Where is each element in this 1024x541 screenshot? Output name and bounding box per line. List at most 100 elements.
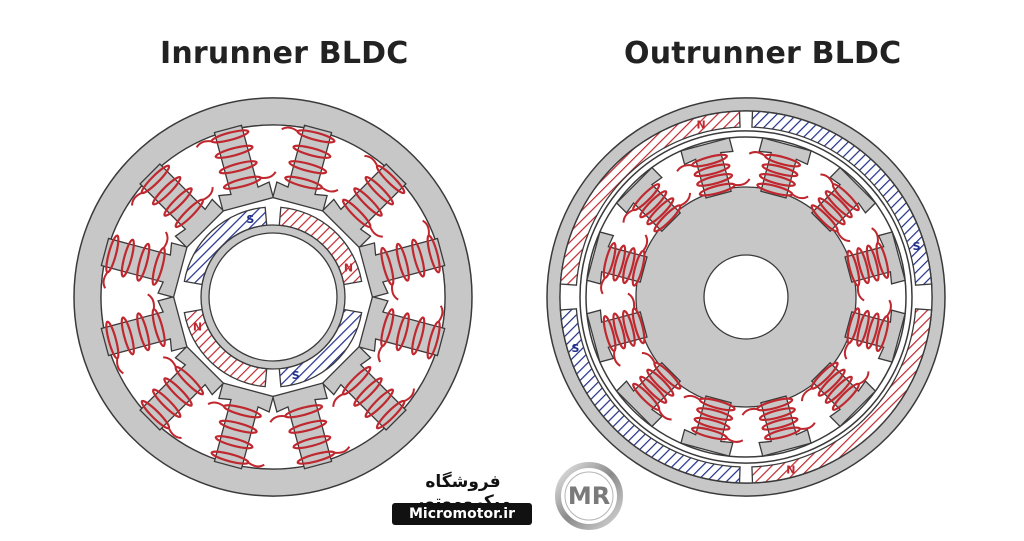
- outrunner-stator-teeth: [586, 137, 906, 457]
- stator-tooth: [131, 163, 225, 249]
- coil-winding: [817, 368, 846, 397]
- coil-winding: [140, 399, 171, 430]
- inrunner-motor-diagram: S N S N: [73, 97, 473, 497]
- coil-winding: [292, 144, 332, 159]
- stator-tooth: [586, 231, 649, 295]
- coil-winding: [761, 163, 799, 178]
- brand-logo-area: فروشگاه میکروموتور Micromotor.ir MR: [388, 460, 638, 535]
- magnet-pole-label: S: [913, 240, 921, 253]
- coil-winding: [824, 190, 853, 219]
- coil-winding: [693, 163, 731, 178]
- coil-winding: [174, 365, 205, 396]
- rotor-magnet: [559, 308, 741, 484]
- coil-winding: [856, 247, 870, 285]
- coil-winding: [136, 242, 151, 282]
- coil-winding: [865, 244, 880, 282]
- coil-winding: [222, 404, 262, 419]
- magnet-pole-label: N: [697, 119, 706, 132]
- coil-winding: [846, 307, 861, 345]
- coil-winding: [875, 241, 890, 279]
- coil-winding: [120, 316, 135, 356]
- coil-winding: [375, 399, 406, 430]
- stator-tooth: [615, 166, 691, 233]
- stator-tooth: [321, 345, 415, 431]
- coil-winding: [395, 312, 410, 352]
- coil-winding: [612, 312, 627, 350]
- magnet-pole-label: N: [344, 262, 353, 275]
- stator-tooth: [801, 361, 877, 428]
- coil-winding: [411, 316, 426, 356]
- stator-tooth: [676, 137, 751, 199]
- magnet-pole-label: S: [571, 342, 579, 355]
- coil-winding: [639, 375, 668, 404]
- inrunner-rotor: [200, 224, 346, 370]
- coil-winding: [292, 435, 332, 450]
- stator-tooth: [139, 345, 225, 439]
- coil-winding: [865, 312, 880, 350]
- outrunner-motor-diagram: S N S N: [546, 97, 946, 497]
- stator-tooth: [358, 295, 446, 363]
- magnet-pole-label: S: [292, 369, 300, 382]
- stator-tooth: [269, 382, 351, 470]
- stator-tooth: [195, 124, 277, 212]
- coil-winding: [622, 309, 636, 347]
- coil-winding: [151, 175, 182, 206]
- coil-winding: [214, 435, 254, 450]
- coil-winding: [764, 426, 802, 441]
- coil-winding: [696, 173, 734, 187]
- inrunner-title: Inrunner BLDC: [160, 36, 409, 71]
- stator-shaft-hole: [703, 254, 789, 340]
- magnet-pole-label: N: [193, 320, 202, 333]
- coil-winding: [120, 238, 135, 278]
- coil-winding: [411, 238, 426, 278]
- coil-winding: [824, 375, 853, 404]
- coil-winding: [693, 416, 731, 431]
- stator-tooth: [358, 219, 446, 301]
- stator-tooth: [748, 137, 812, 200]
- outrunner-title: Outrunner BLDC: [624, 36, 902, 71]
- coil-winding: [353, 187, 383, 217]
- coil-winding: [817, 197, 846, 226]
- stator-tooth: [741, 395, 816, 457]
- rotor-magnet: [751, 308, 933, 484]
- coil-winding: [210, 129, 250, 144]
- coil-winding: [151, 388, 182, 419]
- coil-winding: [288, 160, 328, 175]
- coil-winding: [758, 407, 796, 421]
- mr-logo-icon: MR: [555, 462, 623, 530]
- coil-winding: [602, 315, 617, 353]
- inrunner-stator-teeth: [100, 124, 446, 470]
- coil-winding: [426, 234, 441, 274]
- outrunner-rotor-magnets: S N S N: [559, 110, 933, 484]
- coil-winding: [214, 144, 254, 159]
- website-label: Micromotor.ir: [392, 503, 532, 525]
- magnet-pole-label: N: [786, 463, 795, 476]
- stator-tooth: [321, 155, 407, 249]
- coil-winding: [758, 173, 796, 187]
- coil-winding: [631, 307, 646, 345]
- coil-winding: [622, 247, 636, 285]
- stator-tooth: [843, 299, 906, 363]
- magnet-pole-label: S: [246, 213, 254, 226]
- rotor-magnet: [559, 110, 741, 286]
- rotor-magnet: [751, 110, 933, 286]
- coil-winding: [690, 153, 728, 168]
- coil-winding: [364, 388, 395, 419]
- coil-winding: [846, 249, 861, 287]
- coil-winding: [856, 309, 870, 347]
- coil-winding: [163, 187, 193, 217]
- coil-winding: [646, 197, 675, 226]
- coil-winding: [341, 365, 372, 396]
- coil-winding: [136, 312, 151, 352]
- coil-winding: [163, 377, 193, 407]
- rotor-shaft: [208, 232, 338, 362]
- coil-winding: [364, 175, 395, 206]
- coil-winding: [761, 416, 799, 431]
- coil-winding: [696, 407, 734, 421]
- stator-tooth: [810, 166, 877, 242]
- stator-tooth: [586, 292, 648, 367]
- logo-letters: MR: [568, 482, 610, 510]
- coil-winding: [612, 244, 627, 282]
- coil-winding: [288, 419, 328, 434]
- stator-tooth: [844, 227, 906, 302]
